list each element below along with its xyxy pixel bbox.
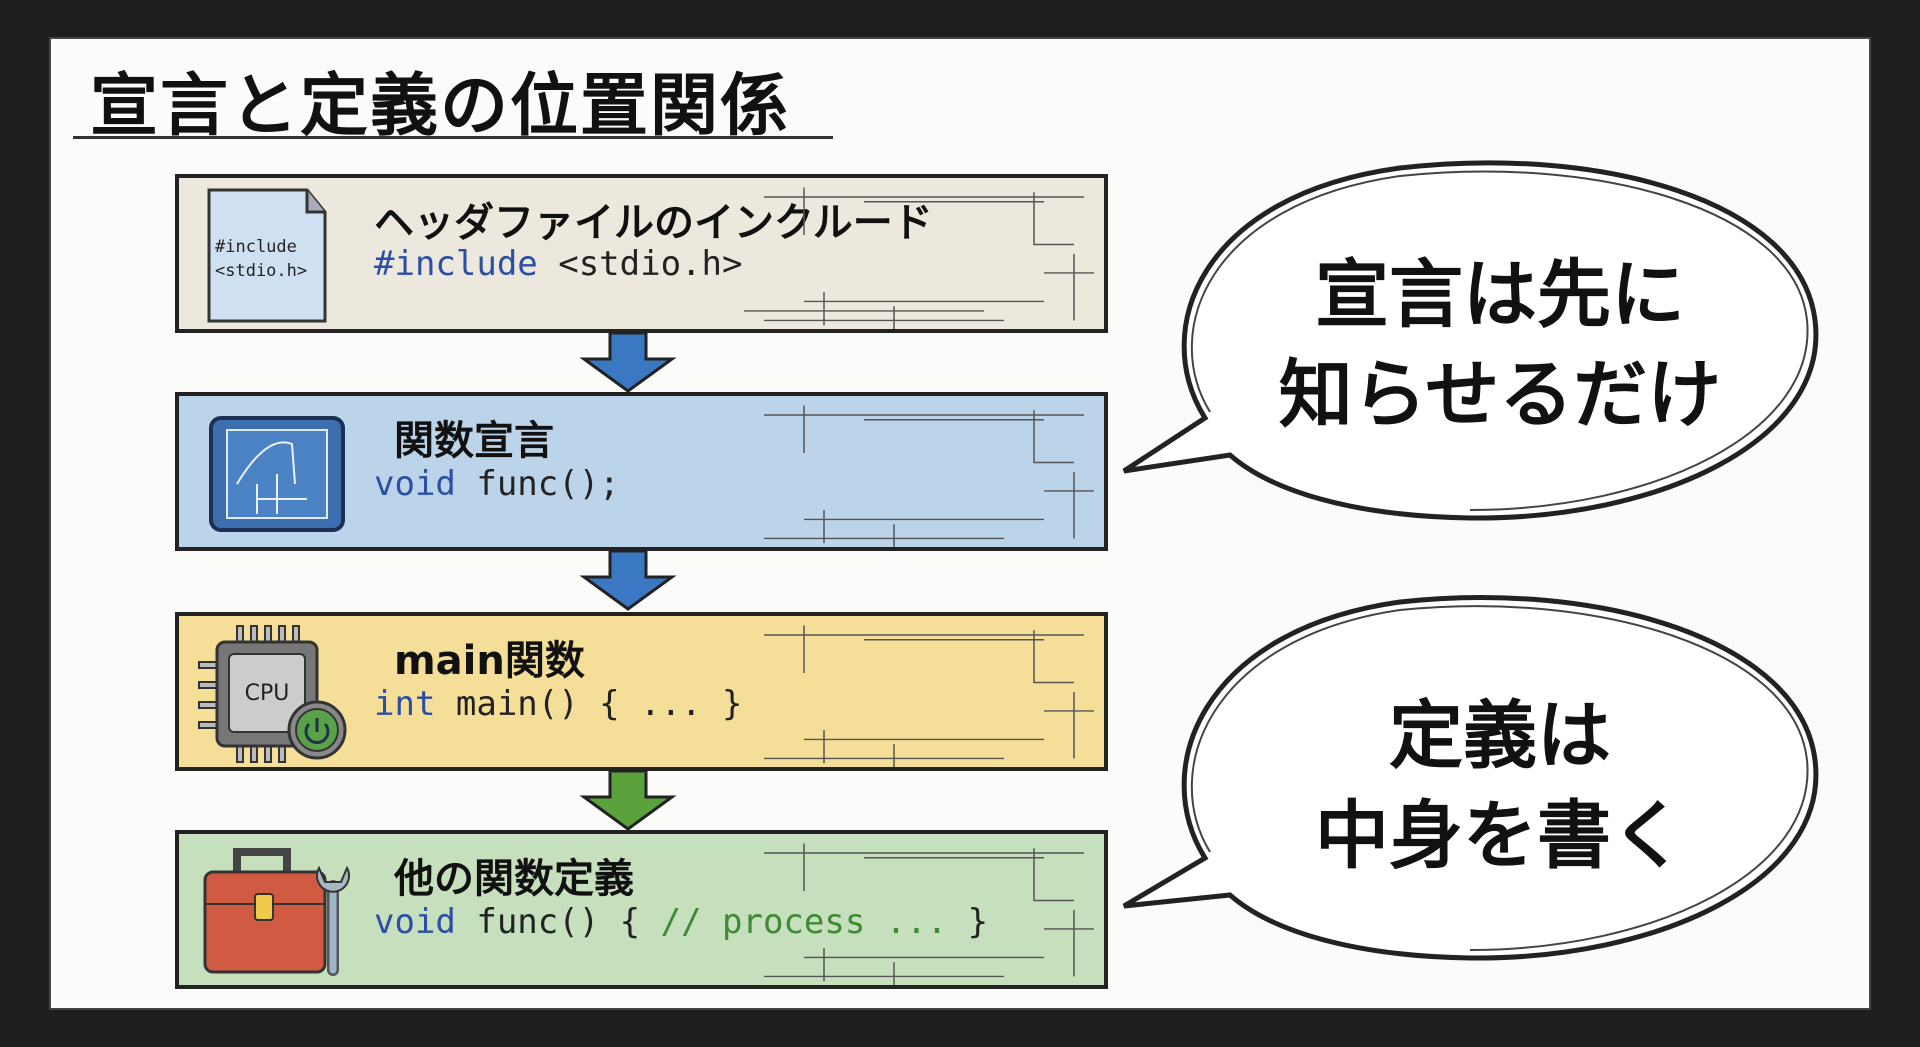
step-code: #include <stdio.h> <box>374 244 742 284</box>
code-keyword: #include <box>374 244 538 284</box>
blueprint-lines-decoration <box>764 625 1094 767</box>
code-keyword: int <box>374 684 436 724</box>
code-text: main() { ... } <box>435 684 743 724</box>
step-heading: 関数宣言 <box>394 418 554 464</box>
title-underline <box>73 136 833 139</box>
bubble-line: 宣言は先に <box>1315 252 1685 338</box>
cpu-label: CPU <box>245 681 290 706</box>
step-code: int main() { ... } <box>374 684 742 724</box>
step-heading: ヘッダファイルのインクルード <box>374 200 933 246</box>
code-text: } <box>947 902 989 942</box>
code-keyword: void <box>374 464 456 504</box>
step-code: void func(); <box>374 464 620 504</box>
blueprint-icon <box>209 416 345 532</box>
toolbox-wrench-icon <box>203 848 350 976</box>
step-main-function: CPU main関数 int main() { ... } <box>175 612 1108 771</box>
step-heading: main関数 <box>394 638 585 684</box>
step-include: #include <stdio.h> ヘッダファイルのインクルード #inclu… <box>175 174 1108 333</box>
step-other-function-definition: 他の関数定義 void func() { // process ... } <box>175 830 1108 989</box>
bubble-line: 定義は <box>1389 693 1611 779</box>
document-icon: #include <stdio.h> <box>207 188 327 323</box>
icon-text: <stdio.h> <box>215 261 307 281</box>
cpu-power-icon: CPU <box>198 625 347 763</box>
bubble-line: 知らせるだけ <box>1278 352 1722 438</box>
page-title: 宣言と定義の位置関係 <box>90 67 791 146</box>
code-text: func() { <box>455 902 661 942</box>
bubble-text-declaration: 宣言は先に知らせるだけ <box>1240 245 1760 445</box>
blueprint-lines-decoration <box>744 187 1094 329</box>
bubble-text-definition: 定義は中身を書く <box>1240 686 1760 886</box>
down-arrow <box>579 333 677 393</box>
icon-text: #include <box>215 237 297 257</box>
blueprint-lines-decoration <box>764 405 1094 547</box>
step-function-declaration: 関数宣言 void func(); <box>175 392 1108 551</box>
down-arrow <box>579 771 677 831</box>
code-text: <stdio.h> <box>537 244 743 284</box>
step-code: void func() { // process ... } <box>374 902 988 942</box>
code-comment: // process ... <box>660 902 948 942</box>
code-text: func(); <box>455 464 620 504</box>
down-arrow <box>579 551 677 611</box>
blueprint-lines-decoration <box>764 843 1094 985</box>
code-keyword: void <box>374 902 456 942</box>
step-heading: 他の関数定義 <box>394 856 634 902</box>
bubble-line: 中身を書く <box>1315 793 1685 879</box>
